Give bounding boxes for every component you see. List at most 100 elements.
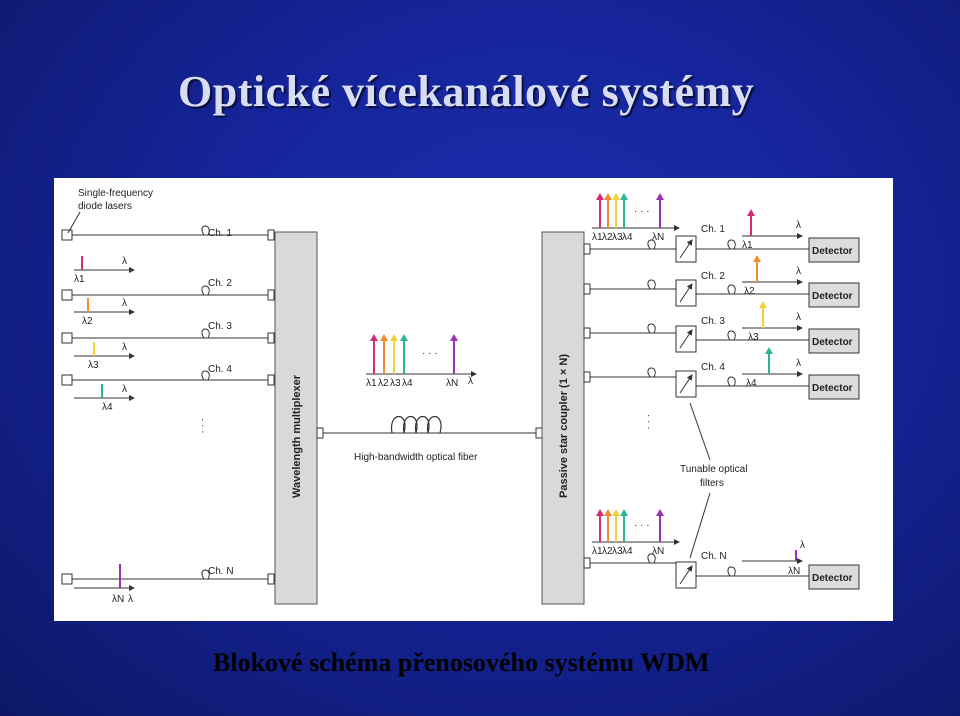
ch-in-3: Ch. 3 [208,321,232,332]
detector-1: Detector [808,237,860,263]
passive-star-coupler [541,231,585,605]
mux-label: Wavelength multiplexer [291,374,303,498]
coupler-b-lambda-2: λ2 [602,546,613,557]
filters-pointer-up [689,402,711,461]
ch-out-1: Ch. 1 [701,224,725,235]
fiber-lambda-3: λ3 [390,378,401,389]
output-ch-1 [583,235,809,263]
lambda-axis-4: λ [122,384,127,395]
coupler-ellipsis-top: · · · [634,206,650,217]
coupler-spectrum-bottom: · · · λ1 λ2 λ3 λ4 λN [592,509,680,557]
coupler-b-lambda-1: λ1 [592,546,603,557]
filters-pointer-down [689,492,711,559]
ch-in-ellipsis: · · · [197,418,208,434]
coupler-lambda-1: λ1 [592,232,603,243]
out-spectrum-2: λ2 λ [742,255,803,297]
spectrum-1: λ1 λ [74,256,135,285]
wdm-diagram-svg: Single-frequency diode lasers λ1 λ [61,188,860,605]
coupler-lambda-2: λ2 [602,232,613,243]
detector-4-label: Detector [812,383,853,394]
detector-n-label: Detector [812,573,853,584]
lambda-in-4: λ4 [102,402,113,413]
lambda-axis-n: λ [128,594,133,605]
coupler-ellipsis-bottom: · · · [634,520,650,531]
coupler-lambda-4: λ4 [622,232,633,243]
filters-label-line2: filters [700,478,724,489]
out-spectrum-1: λ1 λ [742,209,803,251]
lambda-out-2: λ2 [744,286,755,297]
spectrum-4: λ4 λ [74,384,135,413]
fiber-spectrum: · · · λ1 λ2 λ3 λ4 λN λ [366,334,477,389]
laser-2 [61,285,275,301]
fiber-lambda-1: λ1 [366,378,377,389]
fiber-lambda-n: λN [446,378,458,389]
detector-n: Detector [808,564,860,590]
lasers-label-line2: diode lasers [78,201,132,212]
ch-out-2: Ch. 2 [701,271,725,282]
coupler-b-lambda-4: λ4 [622,546,633,557]
wavelength-multiplexer [274,231,318,605]
lambda-axis-2: λ [122,298,127,309]
ch-out-3: Ch. 3 [701,316,725,327]
output-ch-n [583,553,809,589]
detector-2-label: Detector [812,291,853,302]
output-ch-4 [583,367,809,398]
lambda-axis-1: λ [122,256,127,267]
slide-title: Optické vícekanálové systémy [178,67,755,116]
ch-out-n: Ch. N [701,551,727,562]
laser-4 [61,370,275,386]
output-ch-3 [583,323,809,353]
ch-in-1: Ch. 1 [208,228,232,239]
detector-1-label: Detector [812,246,853,257]
coupler-spectrum-top: · · · λ1 λ2 λ3 λ4 λN [592,193,680,243]
spectrum-2: λ2 λ [74,298,135,327]
detector-3: Detector [808,328,860,354]
coupler-b-lambda-n: λN [652,546,664,557]
lambda-out-axis-2: λ [796,266,801,277]
lambda-in-n: λN [112,594,124,605]
lambda-out-4: λ4 [746,378,757,389]
slide-caption: Blokové schéma přenosového systému WDM [213,648,710,677]
coupler-b-lambda-3: λ3 [612,546,623,557]
lambda-axis-3: λ [122,342,127,353]
laser-n [61,569,275,585]
fiber-ellipsis: · · · [422,348,438,359]
out-spectrum-n: λN λ [742,540,805,577]
fiber-lambda-4: λ4 [402,378,413,389]
ch-in-4: Ch. 4 [208,364,232,375]
wdm-block-diagram: Single-frequency diode lasers λ1 λ [54,178,893,621]
lambda-in-3: λ3 [88,360,99,371]
lambda-out-3: λ3 [748,332,759,343]
lasers-label-line1: Single-frequency [78,188,153,199]
lambda-in-2: λ2 [82,316,93,327]
fiber-lambda-axis: λ [468,376,473,387]
filters-label-line1: Tunable optical [680,464,747,475]
spectrum-3: λ3 λ [74,342,135,371]
fiber-label: High-bandwidth optical fiber [354,452,478,463]
lambda-out-axis-3: λ [796,312,801,323]
ch-out-4: Ch. 4 [701,362,725,373]
detector-4: Detector [808,374,860,400]
lambda-out-axis-n: λ [800,540,805,551]
laser-3 [61,328,275,344]
ch-in-n: Ch. N [208,566,234,577]
ch-in-2: Ch. 2 [208,278,232,289]
lambda-in-1: λ1 [74,274,85,285]
ch-out-ellipsis: · · · [643,414,654,430]
lambda-out-axis-4: λ [796,358,801,369]
lambda-out-1: λ1 [742,240,753,251]
optical-fiber [316,416,543,439]
out-spectrum-4: λ4 λ [742,347,803,389]
coupler-lambda-3: λ3 [612,232,623,243]
detector-2: Detector [808,282,860,308]
fiber-lambda-2: λ2 [378,378,389,389]
coupler-label: Passive star coupler (1 × N) [558,354,570,498]
output-ch-2 [583,279,809,307]
coupler-lambda-n: λN [652,232,664,243]
spectrum-n: λN λ [74,564,135,605]
detector-3-label: Detector [812,337,853,348]
lambda-out-n: λN [788,566,800,577]
lambda-out-axis-1: λ [796,220,801,231]
laser-1 [61,225,275,241]
out-spectrum-3: λ3 λ [742,301,803,343]
